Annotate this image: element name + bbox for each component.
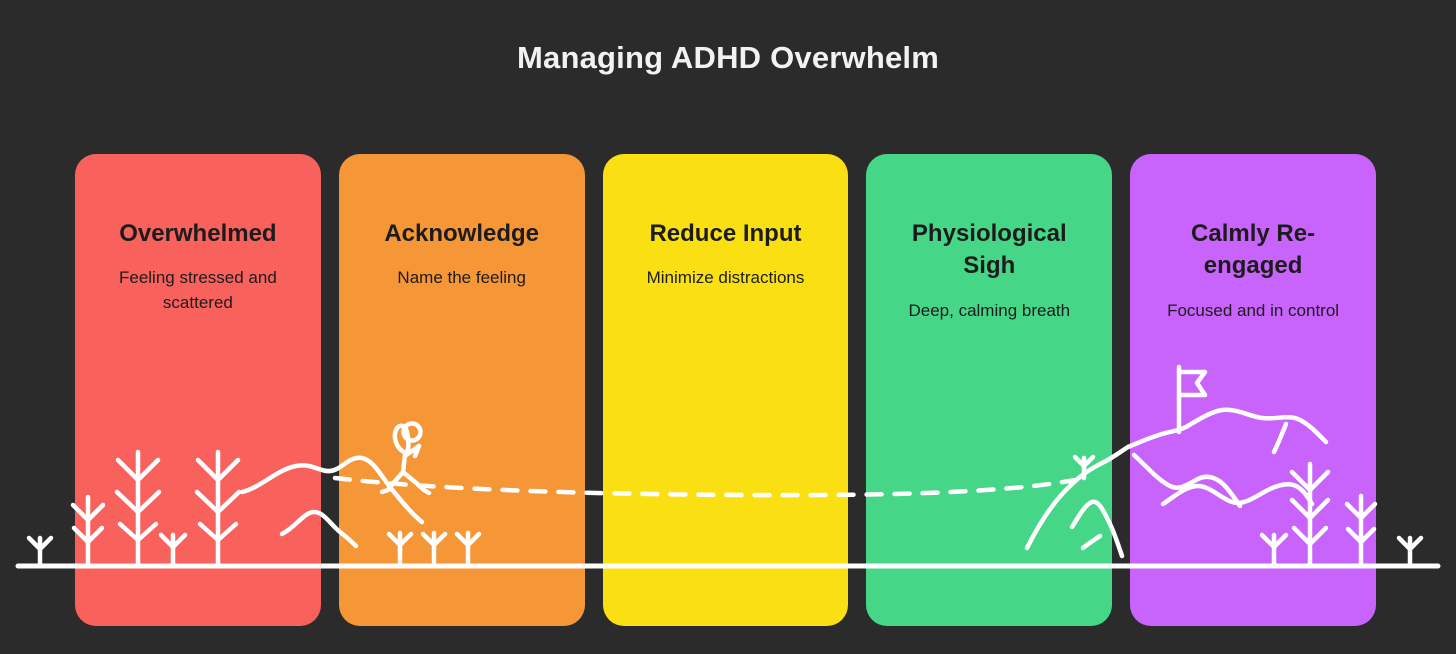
stage-card-overwhelmed[interactable]: Overwhelmed Feeling stressed and scatter… [75, 154, 321, 626]
card-heading: Acknowledge [384, 220, 540, 247]
stage-card-physiological-sigh[interactable]: Physiological Sigh Deep, calming breath [866, 154, 1113, 626]
card-heading: Reduce Input [649, 220, 802, 247]
card-subtitle: Minimize distractions [646, 268, 805, 288]
card-subtitle: Focused and in control [1167, 300, 1340, 320]
card-subtitle: Deep, calming breath [908, 300, 1071, 320]
stage-card-reduce-input[interactable]: Reduce Input Minimize distractions [602, 154, 849, 626]
sapling-icon [26, 535, 54, 568]
stage-card-acknowledge[interactable]: Acknowledge Name the feeling [338, 154, 585, 626]
stage-card-calmly-re-engaged[interactable]: Calmly Re-engaged Focused and in control [1130, 154, 1376, 626]
sapling-icon-right [1396, 535, 1424, 568]
card-subtitle: Feeling stressed and scattered [118, 268, 277, 313]
card-heading: Calmly Re-engaged [1191, 220, 1316, 280]
card-heading: Physiological Sigh [911, 220, 1067, 280]
stage-card-row: Overwhelmed Feeling stressed and scatter… [75, 154, 1376, 626]
page-title: Managing ADHD Overwhelm [516, 40, 939, 75]
card-subtitle: Name the feeling [397, 268, 526, 288]
card-heading: Overwhelmed [119, 220, 277, 247]
